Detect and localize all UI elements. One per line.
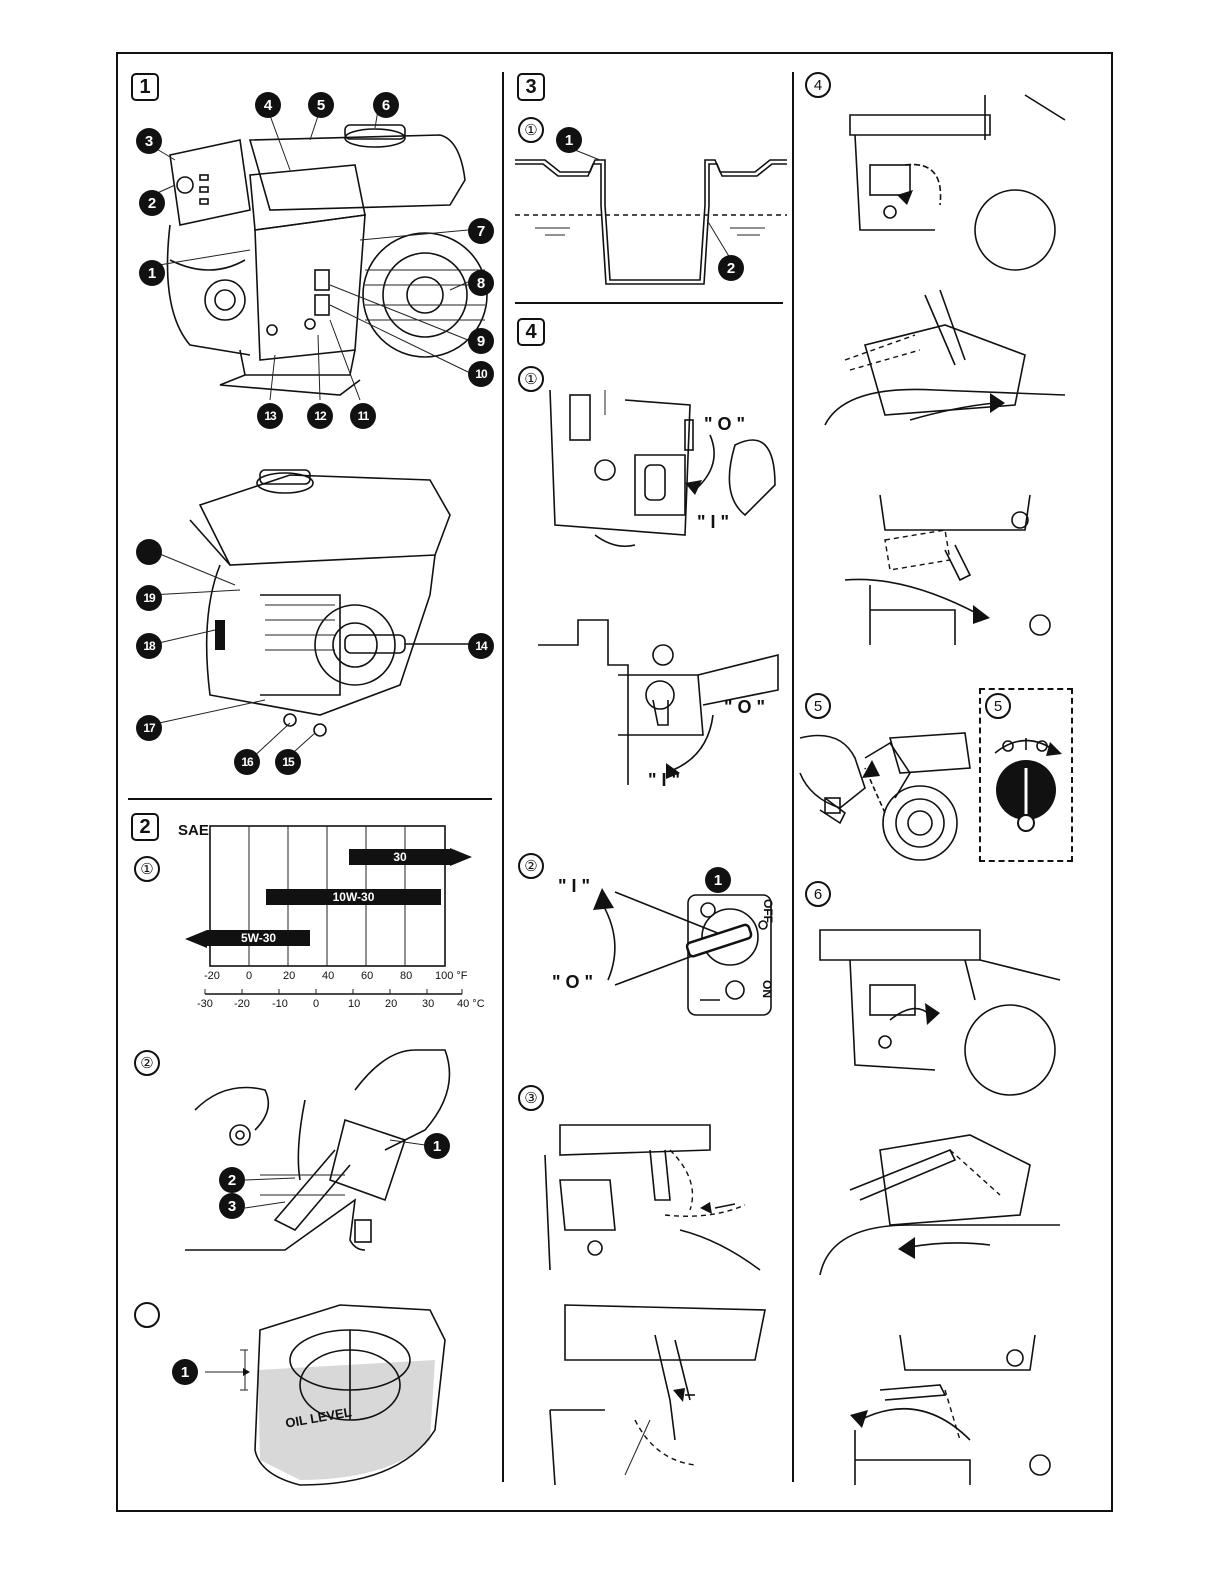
callout-6: 6	[373, 92, 399, 118]
grade-bar-10w30: 10W-30	[266, 889, 441, 905]
callout-15: 15	[275, 749, 301, 775]
substep-4-5: 5	[805, 693, 831, 719]
callout-unlabeled	[136, 539, 162, 565]
column-divider-right	[792, 72, 794, 1482]
dipstick-callout-2: 2	[219, 1167, 245, 1193]
switch-off-mark: " O "	[552, 972, 593, 993]
callout-8: 8	[468, 270, 494, 296]
f-tick-4: 60	[361, 970, 373, 982]
valve-a-on-mark: " I "	[697, 512, 729, 533]
f-tick-3: 40	[322, 970, 334, 982]
c-tick-5: 20	[385, 998, 397, 1010]
column-divider-left	[502, 72, 504, 1482]
switch-on-text: ON	[760, 980, 774, 998]
callout-10: 10	[468, 361, 494, 387]
f-tick-1: 0	[246, 970, 252, 982]
f-tick-5: 80	[400, 970, 412, 982]
choke-close-illustration	[845, 90, 1065, 250]
section-1-label: 1	[131, 73, 159, 101]
substep-4-6: 6	[805, 881, 831, 907]
c-tick-1: -20	[234, 998, 250, 1010]
engine-rear-illustration	[180, 455, 480, 755]
choke-open-illustration-c	[830, 1330, 1065, 1485]
callout-11: 11	[350, 403, 376, 429]
c-tick-7: 40 °C	[457, 998, 485, 1010]
strainer-callout-2: 2	[718, 255, 744, 281]
substep-4-2: ②	[518, 853, 544, 879]
f-tick-6: 100 °F	[435, 970, 468, 982]
callout-16: 16	[234, 749, 260, 775]
c-tick-0: -30	[197, 998, 213, 1010]
grade-bar-30: 30	[349, 849, 451, 865]
choke-open-illustration	[815, 905, 1065, 1085]
choke-lever-illustration-a	[540, 1120, 780, 1275]
oil-level-reservoir-illustration	[240, 1300, 450, 1500]
switch-detail-dial	[990, 728, 1065, 838]
valve-b-on-mark: " I "	[648, 770, 680, 791]
substep-2-2: ②	[134, 1050, 160, 1076]
section-4-label: 4	[517, 318, 545, 346]
choke-lever-illustration-b	[545, 1300, 780, 1485]
choke-close-illustration-b	[825, 285, 1070, 445]
reservoir-callout-1: 1	[172, 1359, 198, 1385]
callout-1: 1	[139, 260, 165, 286]
strainer-callout-1: 1	[556, 127, 582, 153]
callout-12: 12	[307, 403, 333, 429]
sae-label: SAE	[178, 822, 209, 839]
callout-2: 2	[139, 190, 165, 216]
engine-switch-diagram	[590, 880, 775, 1020]
section-3-label: 3	[517, 73, 545, 101]
callout-19: 19	[136, 585, 162, 611]
callout-4: 4	[255, 92, 281, 118]
f-tick-0: -20	[204, 970, 220, 982]
section-divider-1-2	[128, 798, 492, 800]
c-tick-6: 30	[422, 998, 434, 1010]
substep-4-1: ①	[518, 366, 544, 392]
engine-front-illustration	[150, 110, 490, 430]
substep-2-1: ①	[134, 856, 160, 882]
fuel-strainer-diagram	[515, 140, 790, 290]
callout-17: 17	[136, 715, 162, 741]
callout-18: 18	[136, 633, 162, 659]
choke-close-illustration-c	[845, 490, 1065, 645]
choke-open-illustration-b	[820, 1125, 1065, 1280]
switch-callout-1: 1	[705, 867, 731, 893]
c-tick-3: 0	[313, 998, 319, 1010]
substep-4-5b: 5	[985, 693, 1011, 719]
callout-13: 13	[257, 403, 283, 429]
dipstick-callout-3: 3	[219, 1193, 245, 1219]
switch-off-text: OFF	[761, 899, 775, 923]
f-tick-2: 20	[283, 970, 295, 982]
valve-b-off-mark: " O "	[724, 697, 765, 718]
grade-bar-5w30: 5W-30	[207, 930, 310, 946]
fuel-valve-illustration-a	[545, 385, 780, 555]
substep-4-4: 4	[805, 72, 831, 98]
callout-9: 9	[468, 328, 494, 354]
callout-14: 14	[468, 633, 494, 659]
callout-7: 7	[468, 218, 494, 244]
recoil-start-illustration	[800, 718, 975, 863]
section-2-label: 2	[131, 813, 159, 841]
callout-3: 3	[136, 128, 162, 154]
dipstick-callout-1: 1	[424, 1133, 450, 1159]
section-divider-3-4	[515, 302, 783, 304]
c-tick-4: 10	[348, 998, 360, 1010]
substep-2-3-blank	[134, 1302, 160, 1328]
c-tick-2: -10	[272, 998, 288, 1010]
callout-5: 5	[308, 92, 334, 118]
switch-on-mark: " I "	[558, 876, 590, 897]
valve-a-off-mark: " O "	[704, 414, 745, 435]
substep-4-3: ③	[518, 1085, 544, 1111]
